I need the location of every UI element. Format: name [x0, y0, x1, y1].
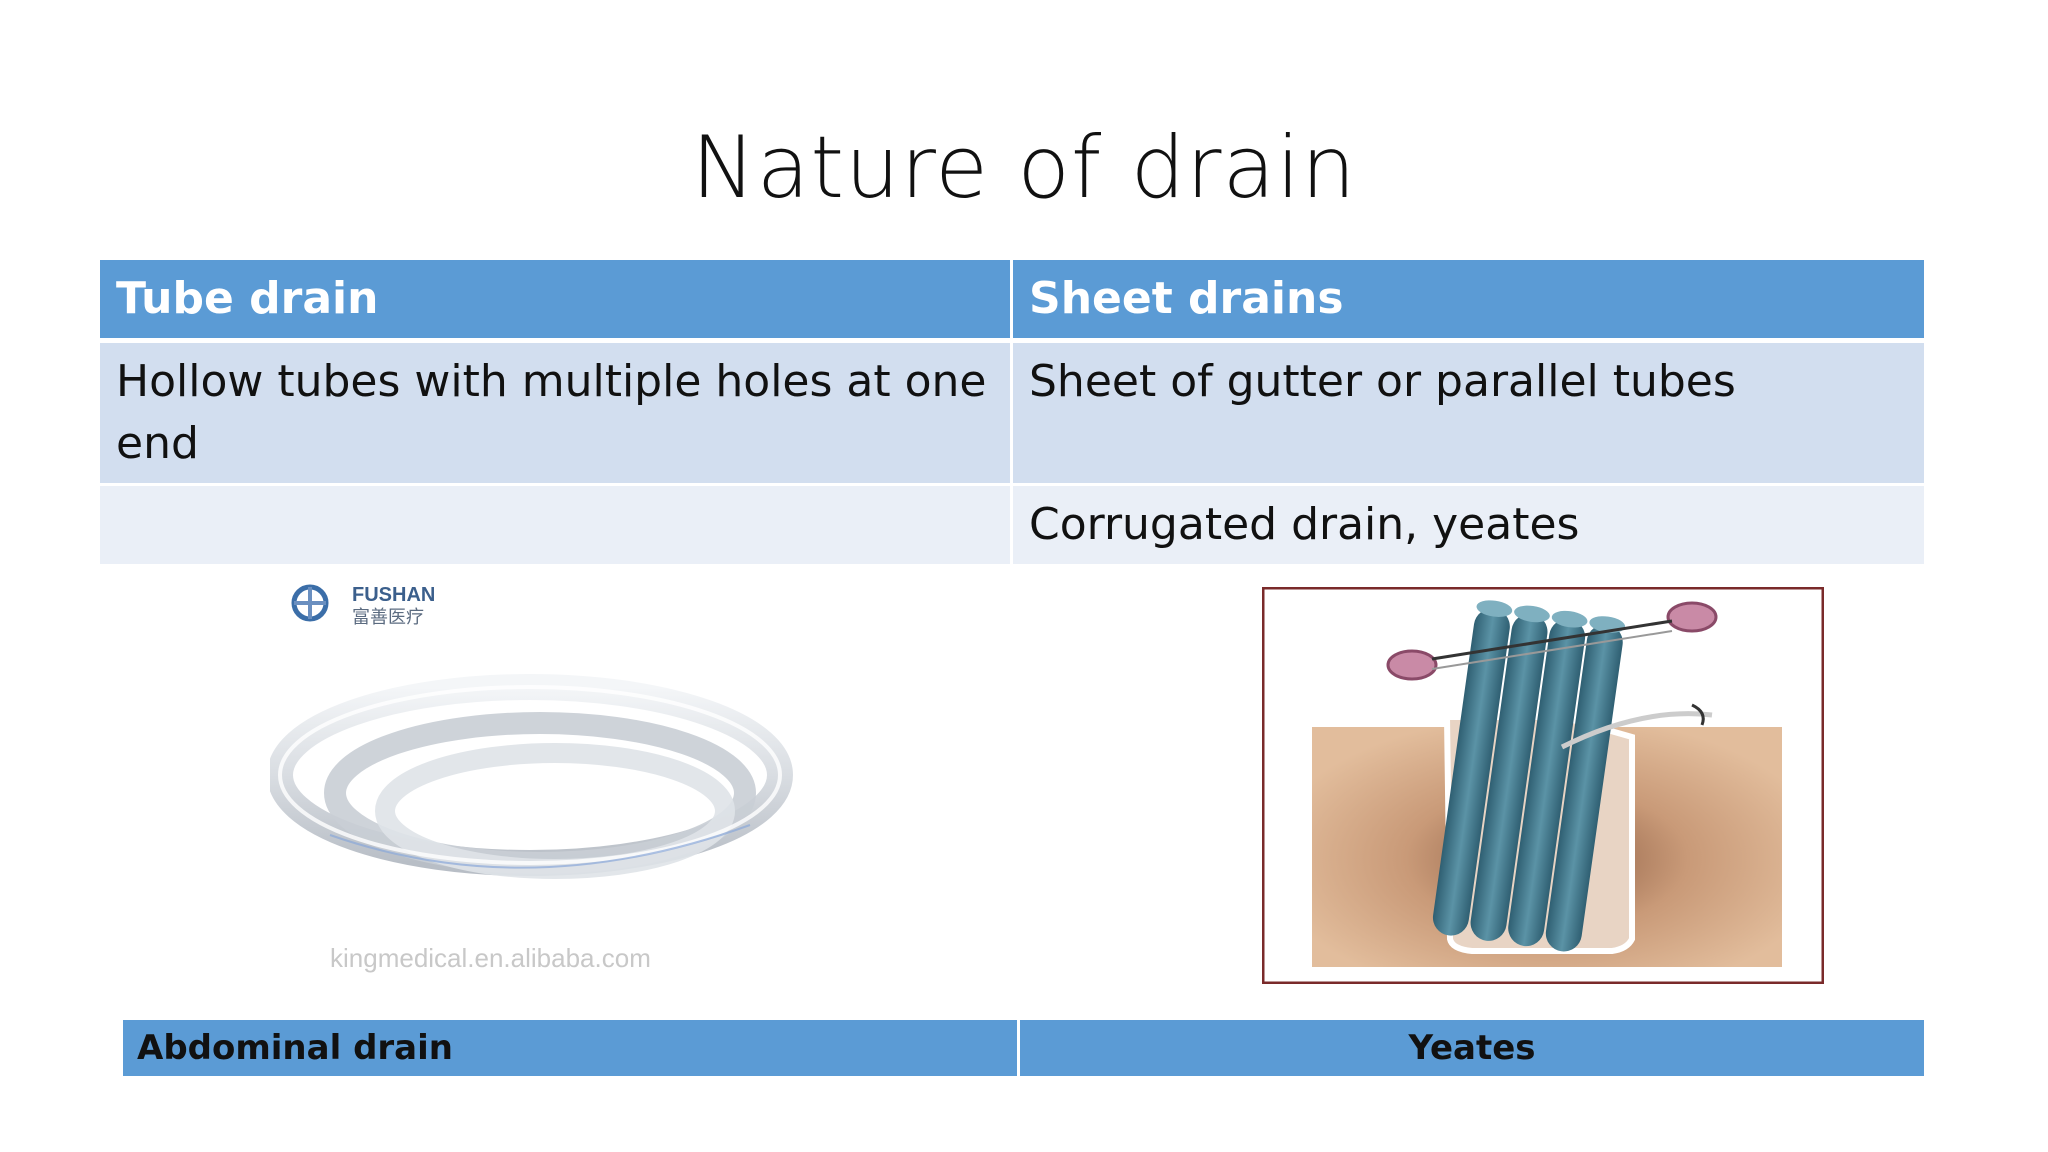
yeates-drain-image [1261, 586, 1825, 985]
caption-abdominal-drain: Abdominal drain [123, 1020, 1020, 1076]
caption-yeates: Yeates [1018, 1020, 1924, 1076]
logo-text: FUSHAN [352, 584, 435, 606]
header-tube-drain: Tube drain [100, 260, 1013, 343]
table-cell: Corrugated drain, yeates [1013, 486, 1924, 564]
parallel-tubes [1432, 600, 1626, 952]
caption-row: Abdominal drain Yeates [123, 1020, 1924, 1076]
abdominal-drain-image: FUSHAN 富善医疗 kingmedical.en.alibaba.com [267, 575, 810, 985]
table-cell: Hollow tubes with multiple holes at one … [100, 343, 1013, 486]
table-cell: Sheet of gutter or parallel tubes [1013, 343, 1924, 486]
image-caption-table: Abdominal drain Yeates [123, 1020, 1924, 1076]
slide-title: Nature of drain [691, 118, 1357, 218]
table-row: Hollow tubes with multiple holes at one … [100, 343, 1924, 486]
safety-pin-icon [1386, 601, 1718, 681]
table-header-row: Tube drain Sheet drains [100, 260, 1924, 343]
fushan-logo-icon [291, 584, 329, 622]
coiled-tube-illustration: FUSHAN 富善医疗 kingmedical.en.alibaba.com [267, 584, 810, 973]
logo-subtext: 富善医疗 [352, 607, 424, 627]
yeates-drain-illustration [1261, 586, 1825, 985]
table-row: Corrugated drain, yeates [100, 486, 1924, 564]
header-sheet-drains: Sheet drains [1013, 260, 1924, 343]
drain-comparison-table: Tube drain Sheet drains Hollow tubes wit… [100, 260, 1924, 564]
table-cell [100, 486, 1013, 564]
watermark-text: kingmedical.en.alibaba.com [330, 943, 651, 973]
